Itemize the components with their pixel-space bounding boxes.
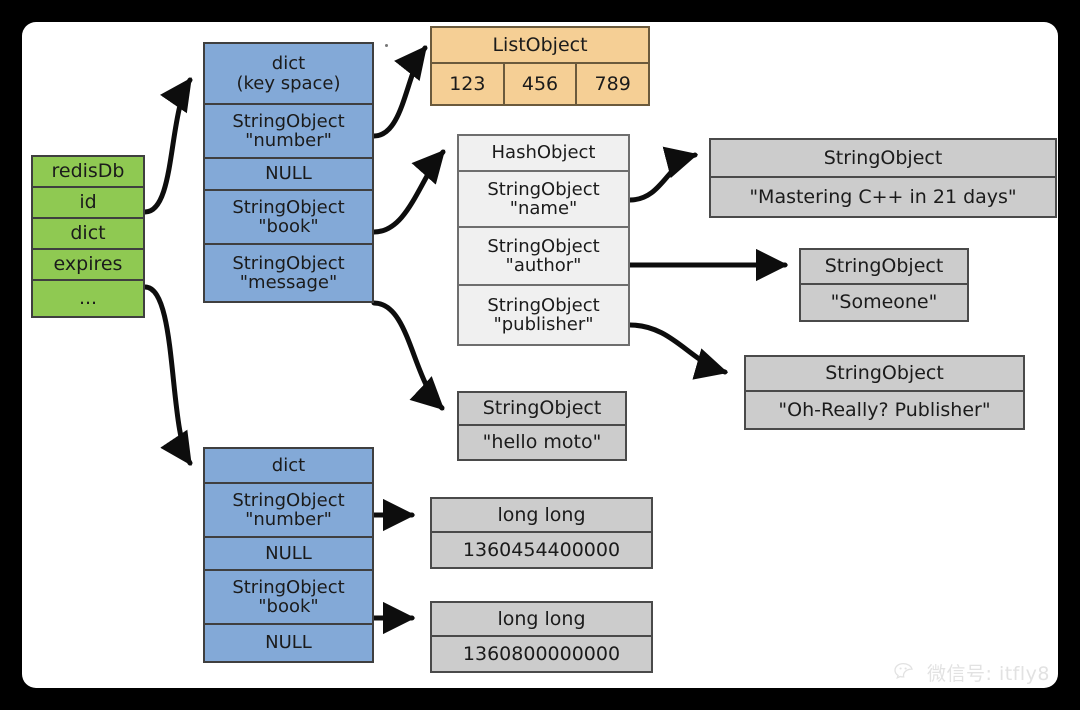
string-someone-value: "Someone" [801,285,967,320]
expiresdict-row-null-2: NULL [205,625,372,661]
expiresdict-row-book: StringObject "book" [205,571,372,625]
node-hash-object: HashObject StringObject "name" StringObj… [457,134,630,346]
keyspace-row-book: StringObject "book" [205,191,372,245]
expiresdict-row-null-1: NULL [205,538,372,571]
string-mastering-value: "Mastering C++ in 21 days" [711,178,1055,216]
listobject-cell-2: 789 [577,64,649,104]
watermark: 微信号: itfly8 [894,659,1050,686]
hashobject-row-name: StringObject "name" [459,172,628,228]
node-redis-db: redisDb id dict expires ... [31,155,145,318]
keyspace-row-title: dict (key space) [205,44,372,105]
string-hellomoto-value: "hello moto" [459,426,625,459]
longlong-number-header: long long [432,499,651,533]
node-key-space-dict: dict (key space) StringObject "number" N… [203,42,374,303]
listobject-cell-0: 123 [432,64,505,104]
node-long-long-number: long long 1360454400000 [430,497,653,569]
listobject-cells: 123 456 789 [432,64,649,104]
node-list-object: ListObject 123 456 789 [430,26,650,106]
listobject-cell-1: 456 [504,64,578,104]
string-hellomoto-header: StringObject [459,393,625,426]
string-someone-header: StringObject [801,250,967,285]
listobject-header: ListObject [432,28,648,64]
longlong-number-value: 1360454400000 [432,533,651,567]
node-string-hello-moto: StringObject "hello moto" [457,391,627,461]
node-string-mastering: StringObject "Mastering C++ in 21 days" [709,138,1057,218]
keyspace-row-null: NULL [205,159,372,191]
node-expires-dict: dict StringObject "number" NULL StringOb… [203,447,374,663]
redisdb-row-ellipsis: ... [33,281,143,316]
redisdb-row-dict: dict [33,219,143,250]
redisdb-row-expires: expires [33,250,143,281]
node-string-publisher: StringObject "Oh-Really? Publisher" [744,355,1025,430]
longlong-book-value: 1360800000000 [432,637,651,671]
hashobject-row-author: StringObject "author" [459,228,628,286]
keyspace-row-message: StringObject "message" [205,245,372,301]
keyspace-row-number: StringObject "number" [205,105,372,159]
wechat-icon [894,662,913,679]
longlong-book-header: long long [432,603,651,637]
stray-dot-artifact [385,44,388,47]
watermark-text: 微信号: itfly8 [927,663,1050,685]
string-publisher-value: "Oh-Really? Publisher" [746,392,1023,428]
string-mastering-header: StringObject [711,140,1055,178]
redisdb-row-title: redisDb [33,157,143,188]
expiresdict-row-number: StringObject "number" [205,484,372,538]
expiresdict-row-title: dict [205,449,372,484]
string-publisher-header: StringObject [746,357,1023,392]
node-long-long-book: long long 1360800000000 [430,601,653,673]
redisdb-row-id: id [33,188,143,219]
hashobject-header: HashObject [459,136,628,172]
hashobject-row-publisher: StringObject "publisher" [459,286,628,344]
node-string-someone: StringObject "Someone" [799,248,969,322]
